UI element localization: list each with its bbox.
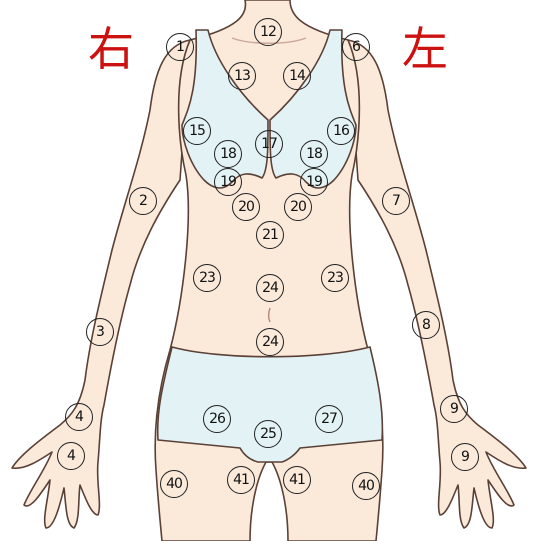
marker-1: 1 — [166, 33, 194, 61]
marker-24-lower: 24 — [256, 328, 284, 356]
marker-18-right: 18 — [214, 140, 242, 168]
marker-17: 17 — [255, 130, 283, 158]
right-side-label: 右 — [88, 22, 134, 76]
right-arm — [11, 39, 191, 529]
marker-9-lower: 9 — [451, 443, 479, 471]
marker-41-right: 41 — [227, 466, 255, 494]
marker-14: 14 — [283, 62, 311, 90]
marker-24-upper: 24 — [256, 274, 284, 302]
marker-13: 13 — [228, 62, 256, 90]
left-side-label: 左 — [402, 22, 448, 76]
marker-9-upper: 9 — [440, 395, 468, 423]
marker-23-right: 23 — [193, 264, 221, 292]
marker-18-left: 18 — [300, 140, 328, 168]
marker-3: 3 — [86, 318, 114, 346]
marker-7: 7 — [382, 187, 410, 215]
marker-20-right: 20 — [232, 193, 260, 221]
marker-21: 21 — [256, 221, 284, 249]
marker-4-lower: 4 — [57, 442, 85, 470]
marker-19-left: 19 — [300, 168, 328, 196]
shorts — [156, 346, 384, 463]
marker-40-right: 40 — [160, 470, 188, 498]
marker-6: 6 — [342, 33, 370, 61]
marker-12: 12 — [254, 18, 282, 46]
marker-26: 26 — [203, 405, 231, 433]
marker-2: 2 — [129, 187, 157, 215]
marker-19-right: 19 — [214, 168, 242, 196]
marker-40-left: 40 — [352, 472, 380, 500]
marker-4-upper: 4 — [65, 403, 93, 431]
left-arm — [347, 39, 527, 529]
marker-20-left: 20 — [284, 193, 312, 221]
marker-16: 16 — [327, 117, 355, 145]
marker-23-left: 23 — [321, 264, 349, 292]
marker-27: 27 — [315, 405, 343, 433]
marker-15: 15 — [183, 117, 211, 145]
marker-8: 8 — [412, 311, 440, 339]
marker-41-left: 41 — [283, 466, 311, 494]
marker-25: 25 — [254, 420, 282, 448]
